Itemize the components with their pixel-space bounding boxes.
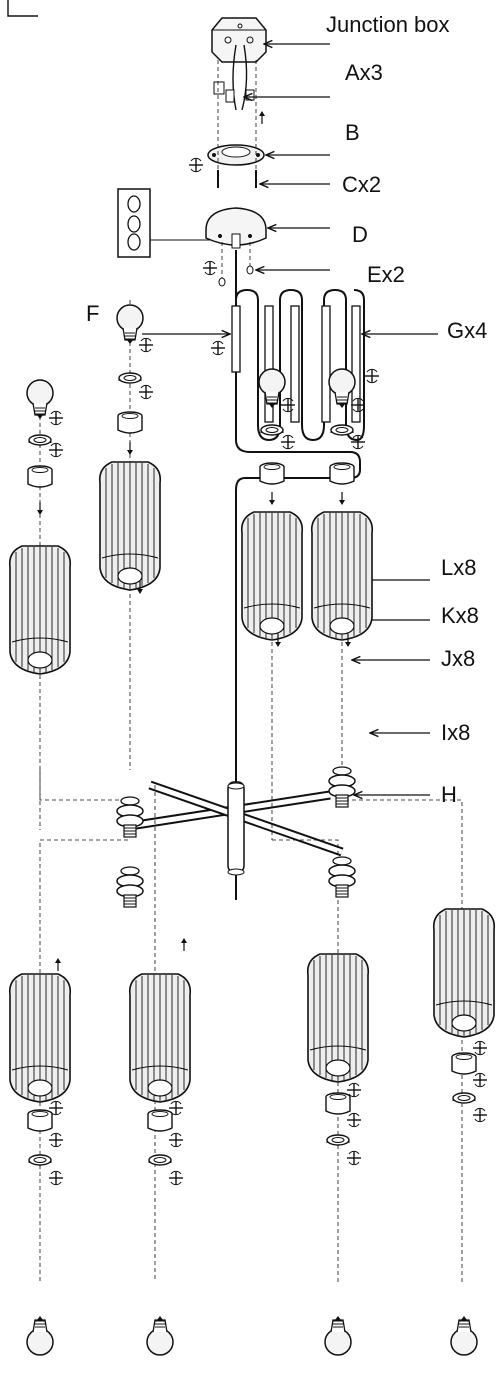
label-part-a: Ax3 [345,60,383,85]
label-part-b: B [345,120,360,145]
label-part-j: Jx8 [441,646,476,671]
part-d-canopy [202,207,267,276]
label-part-i: Ix8 [441,720,471,745]
label-part-e: Ex2 [367,262,405,287]
part-f-g-rods [210,250,380,900]
label-part-k: Kx8 [441,603,479,628]
corner-mark [7,0,38,17]
dashed-guides [39,300,463,1282]
leader-lines [142,44,438,795]
label-part-h: H [441,782,457,807]
part-h-arms-body [135,760,344,876]
lamp-assembly-upper-left [98,304,162,595]
lamp-assembly-lower-2 [128,937,192,1356]
part-c-screws [217,170,257,188]
label-part-g: Gx4 [447,318,488,343]
label-part-d: D [352,222,368,247]
junction-box-part [211,17,267,111]
label-part-f: F [86,301,100,326]
label-junction-box: Junction box [326,12,450,37]
label-part-c: Cx2 [342,172,382,197]
label-part-l: Lx8 [441,555,477,580]
hook-detail-inset [117,188,230,258]
lamp-assembly-lower-4 [432,908,496,1356]
lamp-assembly-lower-1 [8,957,72,1356]
part-b-crossbar [188,60,265,180]
part-e-nuts [218,242,254,287]
part-a-wire-connectors [213,81,266,125]
